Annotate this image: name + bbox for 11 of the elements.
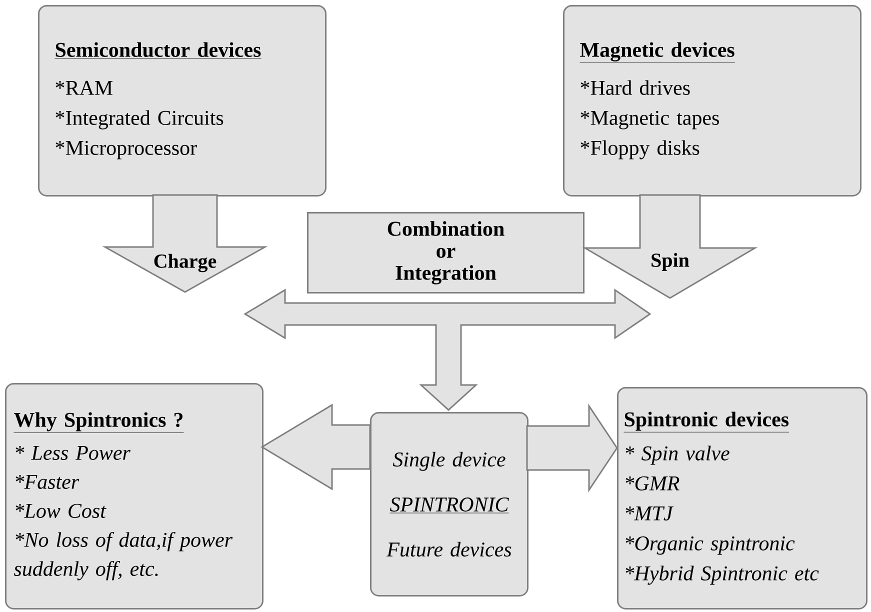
device-box: Semiconductor devices *RAM *Integrated Circuits *Microprocessor bbox=[38, 5, 326, 196]
edge-label: Spin bbox=[650, 252, 690, 272]
block-arrow bbox=[582, 194, 758, 299]
label-box: Combination or Integration bbox=[307, 212, 584, 294]
center-box: Single device SPINTRONIC Future devices bbox=[370, 412, 528, 596]
edge-label: Charge bbox=[152, 252, 218, 274]
info-box: Why Spintronics ? * Less Power *Faster *Low Cost *No loss of data,if power suddenly off, etc. bbox=[5, 383, 264, 610]
block-arrow bbox=[526, 404, 618, 492]
info-box: Spintronic devices * Spin valve *GMR *MTJ *Organic spintronic *Hybrid Spintronic etc bbox=[617, 387, 868, 610]
device-box: Magnetic devices *Hard drives *Magnetic tapes *Floppy disks bbox=[563, 5, 862, 196]
block-arrow bbox=[260, 404, 371, 490]
